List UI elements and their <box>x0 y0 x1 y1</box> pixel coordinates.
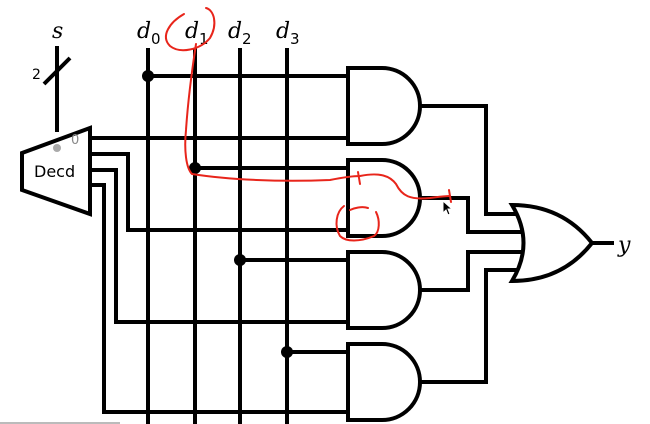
select-label: s <box>52 19 63 44</box>
and2-output-wire <box>418 250 527 292</box>
and3-output-wire <box>418 268 522 384</box>
and0-output-wire <box>418 104 522 216</box>
annotation-end-mark <box>448 189 452 203</box>
d0-junction-dot <box>142 70 154 82</box>
annotation-circle-d1 <box>165 7 216 52</box>
annotation-bracket <box>335 205 380 242</box>
decoder-select-dot <box>53 144 61 152</box>
and-gate-2 <box>346 250 422 330</box>
d3-junction-dot <box>281 346 293 358</box>
decoder-output-zero-label: 0 <box>71 133 79 148</box>
output-label: y <box>617 233 631 258</box>
or-gate <box>508 202 595 284</box>
d2-base: d <box>228 19 242 44</box>
data-input-label-d0: d 0 <box>137 19 161 48</box>
and-gate-0 <box>346 66 422 146</box>
and1-output-wire <box>418 196 527 234</box>
d3-subscript: 3 <box>290 30 300 48</box>
decoder-out1-wire <box>88 152 350 232</box>
d2-subscript: 2 <box>242 30 252 48</box>
d2-junction-dot <box>234 254 246 266</box>
d1-base: d <box>185 19 199 44</box>
decoder-block <box>20 125 92 217</box>
d0-base: d <box>137 19 151 44</box>
data-input-label-d1: d 1 <box>185 19 209 48</box>
d0-subscript: 0 <box>151 30 161 48</box>
d1-junction-dot <box>189 162 201 174</box>
bus-width-slash <box>42 56 72 86</box>
decoder-label: Decd <box>34 162 75 181</box>
and-gate-3 <box>346 342 422 422</box>
and-gate-1 <box>346 158 422 238</box>
bus-width-label: 2 <box>32 67 41 83</box>
decoder-out3-wire <box>88 183 350 414</box>
data-input-label-d3: d 3 <box>276 19 300 48</box>
data-input-label-d2: d 2 <box>228 19 252 48</box>
annotation-tick-mark <box>357 171 361 185</box>
decoder-out2-wire <box>88 168 350 324</box>
d1-subscript: 1 <box>199 30 209 48</box>
d3-base: d <box>276 19 290 44</box>
mouse-pointer-icon <box>442 199 454 216</box>
annotation-trace-path <box>184 43 451 200</box>
